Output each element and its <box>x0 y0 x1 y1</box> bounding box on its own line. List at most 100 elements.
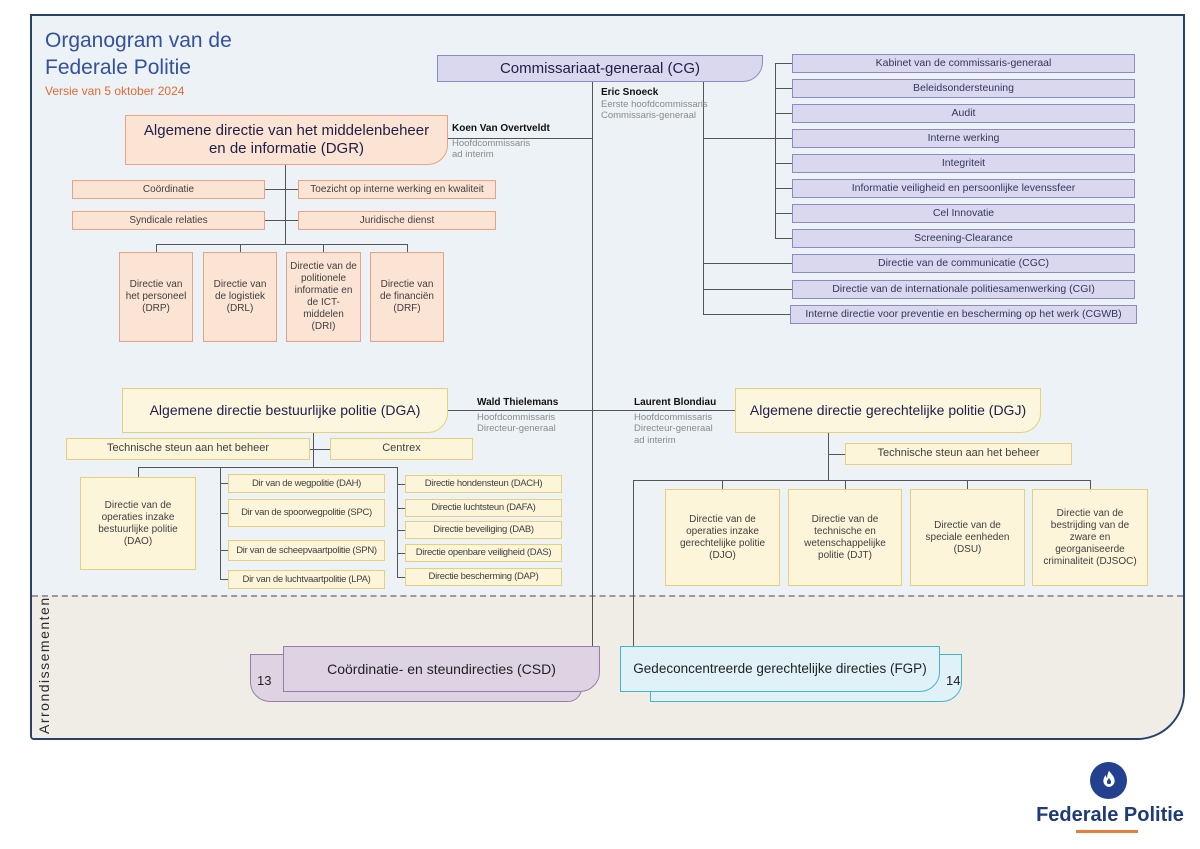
dgj-directie: Directie van de speciale eenheden (DSU) <box>910 489 1025 586</box>
connector <box>220 513 228 514</box>
connector <box>775 163 792 164</box>
connector <box>156 244 407 245</box>
dgr-staff: Coördinatie <box>72 180 265 199</box>
dga-dir: Directie hondensteun (DACH) <box>405 475 562 493</box>
cg-box: Commissariaat-generaal (CG) <box>437 55 763 82</box>
dgj-directie: Directie van de technische en wetenschap… <box>788 489 902 586</box>
version-label: Versie van 5 oktober 2024 <box>45 84 185 98</box>
connector <box>703 82 704 315</box>
logo-wordmark: Federale Politie <box>1036 804 1184 826</box>
connector <box>775 238 792 239</box>
dgj-box: Algemene directie gerechtelijke politie … <box>735 388 1041 433</box>
connector <box>828 433 829 480</box>
dgr-person-name: Koen Van Overtveldt <box>452 123 550 134</box>
dga-staff: Centrex <box>330 438 473 460</box>
flame-icon <box>1102 770 1115 787</box>
dga-person: Wald Thielemans Hoofdcommissaris Directe… <box>477 397 558 435</box>
connector <box>220 483 228 484</box>
connector <box>138 467 397 468</box>
connector <box>265 189 298 190</box>
csd-count: 13 <box>257 673 272 688</box>
dgj-directie: Directie van de bestrijding van de zware… <box>1032 489 1148 586</box>
federale-politie-flame-icon <box>1090 762 1127 799</box>
connector <box>448 138 592 139</box>
dga-box: Algemene directie bestuurlijke politie (… <box>122 388 448 433</box>
dga-person-title2: Directeur-generaal <box>477 423 556 435</box>
dgr-directie: Directie van de politionele informatie e… <box>286 252 361 342</box>
connector <box>633 480 634 646</box>
connector <box>775 88 792 89</box>
dgj-person-title1: Hoofdcommissaris <box>634 412 713 423</box>
cg-unit: Kabinet van de commissaris-generaal <box>792 54 1135 73</box>
dgj-staff: Technische steun aan het beheer <box>845 443 1072 465</box>
dgr-staff: Toezicht op interne werking en kwaliteit <box>298 180 496 199</box>
connector <box>397 467 398 577</box>
dga-dir: Directie beveiliging (DAB) <box>405 521 562 539</box>
connector <box>722 480 723 489</box>
dgj-directie: Directie van de operaties inzake gerecht… <box>665 489 780 586</box>
dga-dir: Dir van de wegpolitie (DAH) <box>228 474 385 493</box>
connector <box>703 289 792 290</box>
dga-dir: Dir van de scheepvaartpolitie (SPN) <box>228 540 385 561</box>
dga-dir: Directie luchtsteun (DAFA) <box>405 499 562 517</box>
logo-underline <box>1076 830 1138 833</box>
connector <box>775 188 792 189</box>
dga-person-title1: Hoofdcommissaris <box>477 412 556 423</box>
connector <box>703 314 792 315</box>
page-title-line2: Federale Politie <box>45 56 191 79</box>
csd-box: Coördinatie- en steundirecties (CSD) <box>283 646 600 692</box>
connector <box>265 220 298 221</box>
connector <box>138 467 139 477</box>
dgj-person-title3: ad interim <box>634 434 676 446</box>
connector <box>285 165 286 244</box>
dgr-directie: Directie van het personeel (DRP) <box>119 252 193 342</box>
cg-unit: Screening-Clearance <box>792 229 1135 248</box>
connector <box>397 508 405 509</box>
dgr-directie: Directie van de financiën (DRF) <box>370 252 444 342</box>
dgj-person: Laurent Blondiau Hoofdcommissaris Direct… <box>634 397 716 446</box>
dgr-person-title1: Hoofdcommissaris <box>452 138 531 149</box>
dga-dao-box: Directie van de operaties inzake bestuur… <box>80 477 196 570</box>
connector <box>407 244 408 252</box>
cg-unit: Interne werking <box>792 129 1135 148</box>
dgr-directie: Directie van de logistiek (DRL) <box>203 252 277 342</box>
arrondissementen-label: Arrondissementen <box>36 596 52 734</box>
cg-unit: Audit <box>792 104 1135 123</box>
connector <box>313 433 314 467</box>
dgr-person-title2: ad interim <box>452 149 494 161</box>
fgp-box: Gedeconcentreerde gerechtelijke directie… <box>620 646 940 692</box>
cg-unit: Beleidsondersteuning <box>792 79 1135 98</box>
connector <box>967 480 968 489</box>
dga-staff: Technische steun aan het beheer <box>66 438 310 460</box>
connector <box>703 138 792 139</box>
dga-dir: Directie openbare veiligheid (DAS) <box>405 544 562 562</box>
connector <box>845 480 846 489</box>
fgp-count: 14 <box>946 673 961 688</box>
cg-unit: Cel Innovatie <box>792 204 1135 223</box>
connector <box>397 553 405 554</box>
cg-unit: Informatie veiligheid en persoonlijke le… <box>792 179 1135 198</box>
cg-person-title1: Eerste hoofdcommissaris <box>601 99 708 110</box>
dgj-person-name: Laurent Blondiau <box>634 397 717 408</box>
connector <box>240 244 241 252</box>
connector <box>1090 480 1091 489</box>
dgj-person-title2: Directeur-generaal <box>634 423 713 435</box>
page-title-line1: Organogram van de <box>45 29 232 52</box>
dgr-staff: Juridische dienst <box>298 211 496 230</box>
connector <box>220 550 228 551</box>
connector <box>397 577 405 578</box>
connector <box>592 82 593 646</box>
connector <box>775 113 792 114</box>
page-title: Organogram van de Federale Politie <box>45 27 232 81</box>
cg-unit: Directie van de communicatie (CGC) <box>792 254 1135 273</box>
cg-person-name: Eric Snoeck <box>601 87 659 98</box>
connector <box>310 449 330 450</box>
cg-unit: Integriteit <box>792 154 1135 173</box>
connector <box>397 484 405 485</box>
connector <box>220 579 228 580</box>
connector <box>828 454 845 455</box>
cg-person: Eric Snoeck Eerste hoofdcommissaris Comm… <box>601 87 708 122</box>
cg-unit: Interne directie voor preventie en besch… <box>790 305 1137 324</box>
dga-dir: Dir van de spoorwegpolitie (SPC) <box>228 499 385 527</box>
